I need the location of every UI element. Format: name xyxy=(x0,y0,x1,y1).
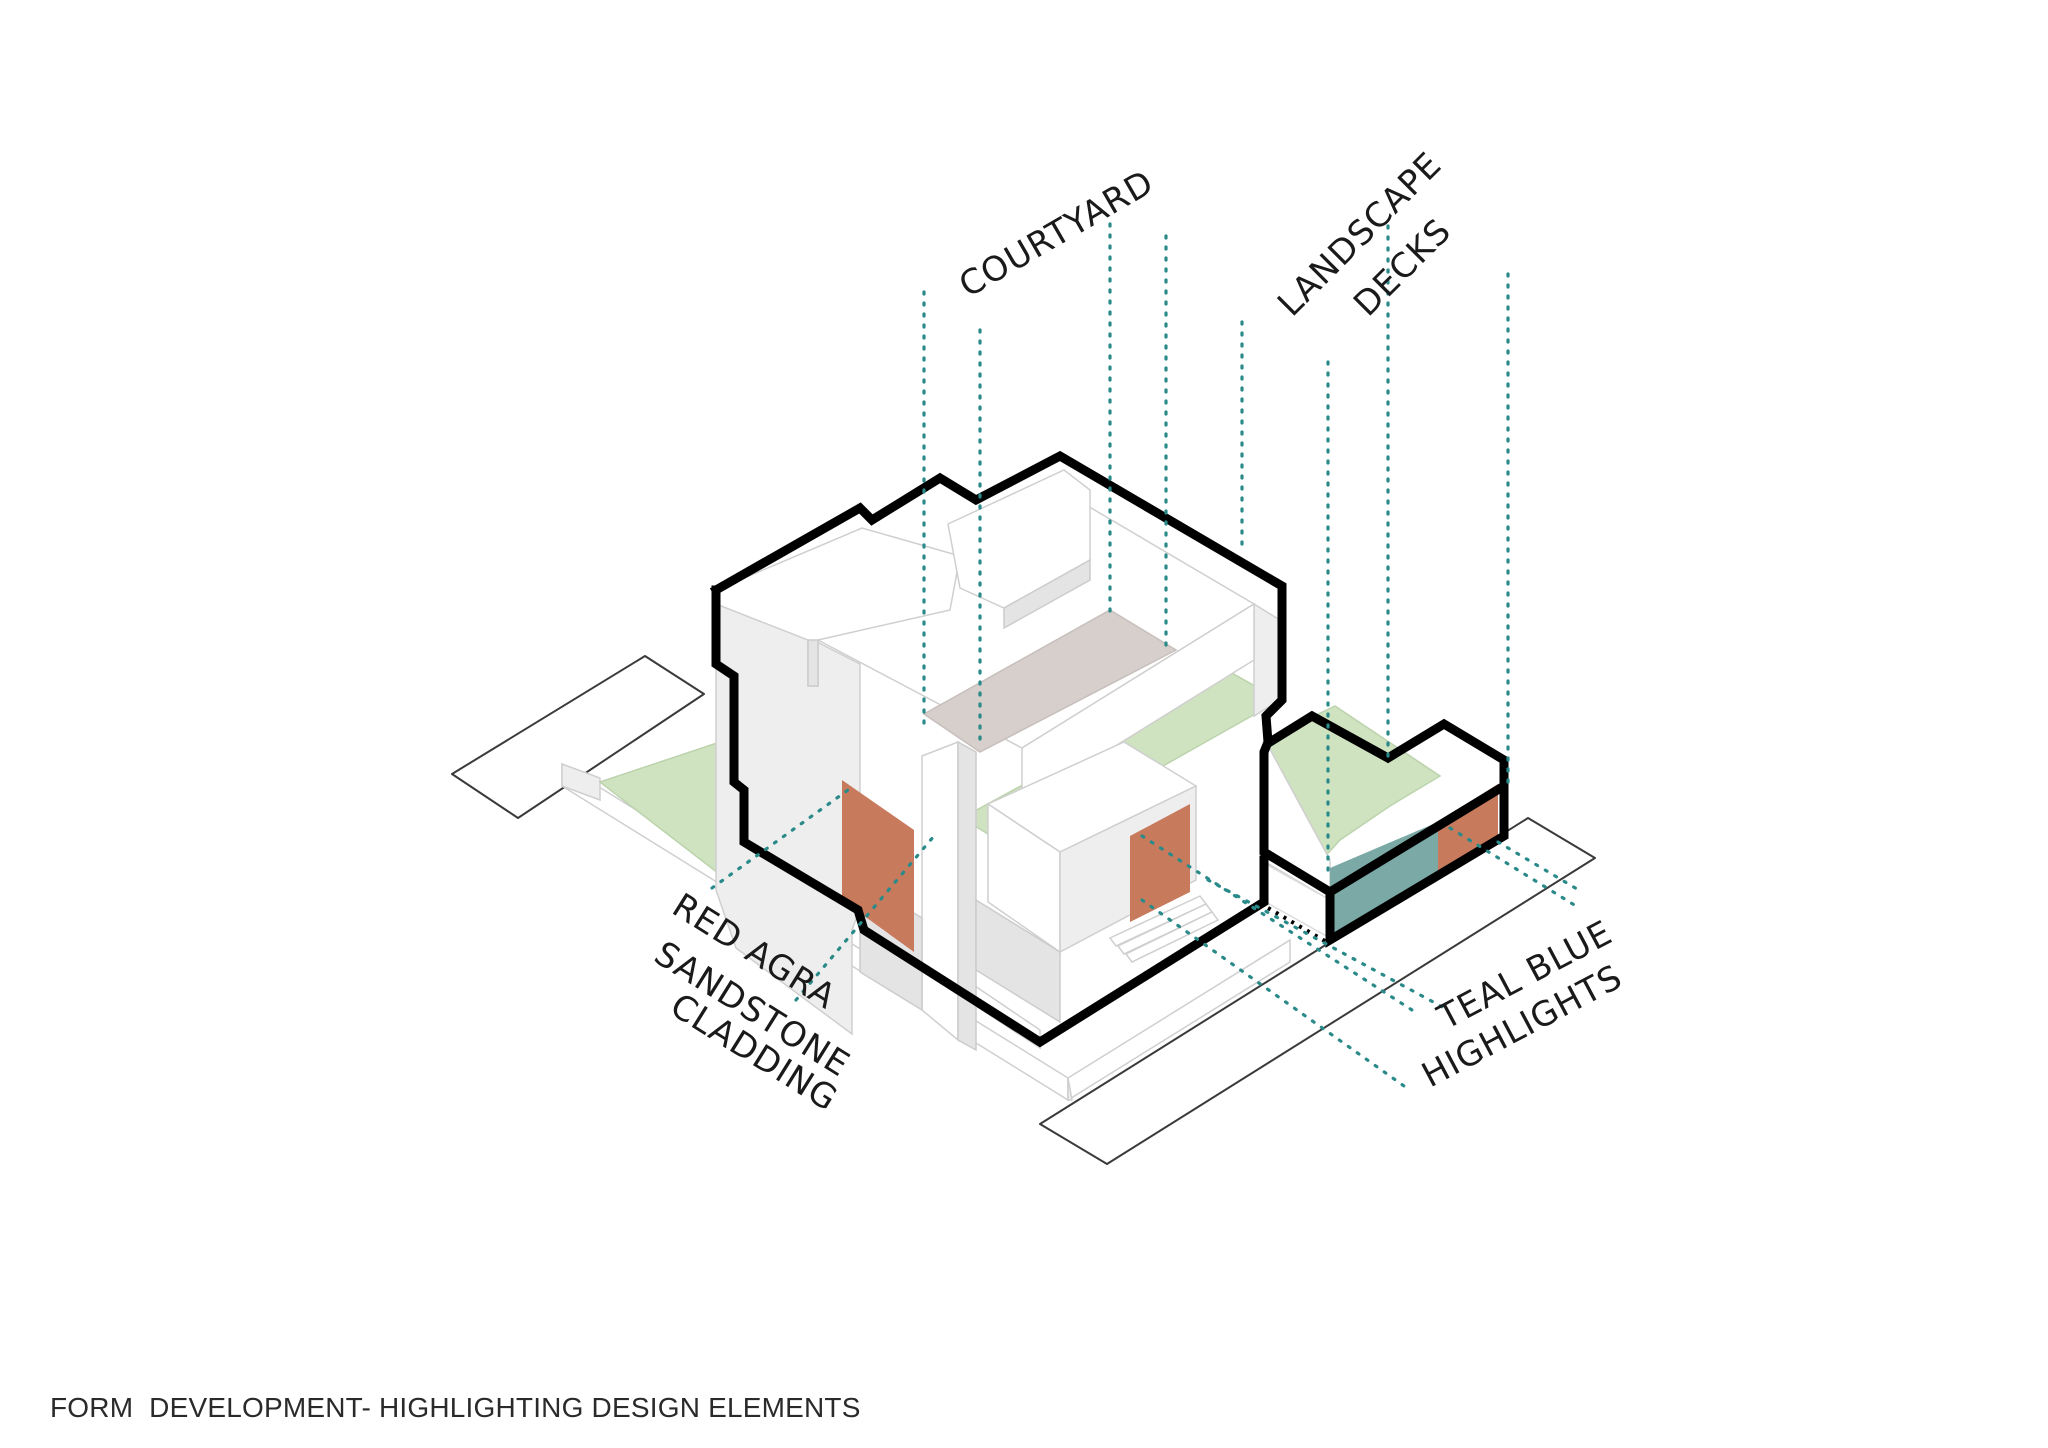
leader-lines xyxy=(710,222,1584,1088)
label-landscape-decks: LANDSCAPE DECKS xyxy=(1270,145,1459,325)
massing-outline xyxy=(709,450,1509,1048)
label-courtyard-text: COURTYARD xyxy=(953,162,1161,305)
main-building-mass xyxy=(715,469,1331,1052)
courtyard-slab xyxy=(922,609,1178,753)
site-road-left xyxy=(451,655,705,819)
sandstone-panel-cube xyxy=(1130,804,1190,922)
label-courtyard: COURTYARD xyxy=(953,162,1161,305)
figure-caption: FORM DEVELOPMENT- HIGHLIGHTING DESIGN EL… xyxy=(50,1392,861,1423)
sandstone-panel-right xyxy=(1438,784,1498,880)
